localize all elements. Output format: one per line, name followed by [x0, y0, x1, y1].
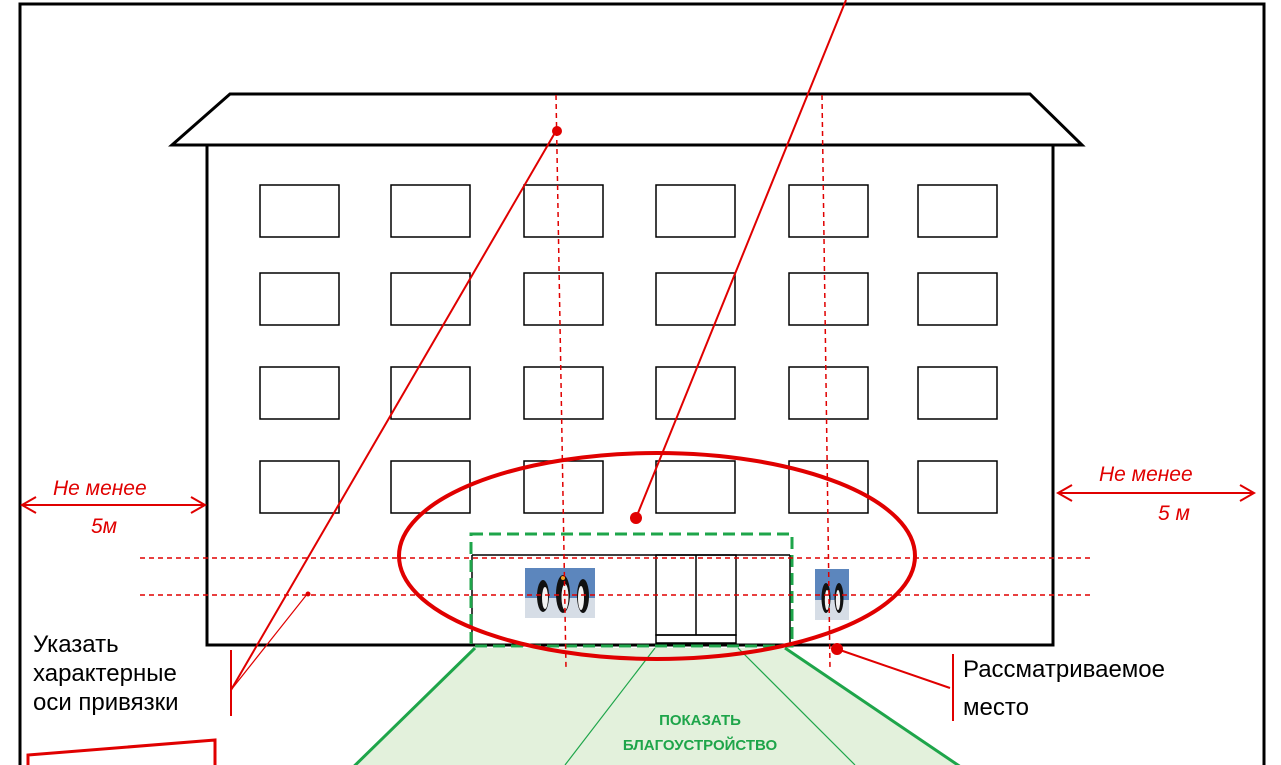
building-roof: [168, 92, 1086, 147]
window: [390, 184, 471, 238]
landscaping-label-line1: ПОКАЗАТЬ: [659, 712, 741, 729]
window: [917, 460, 998, 514]
right-distance-label: Не менее: [1099, 463, 1193, 486]
note-box-red: [26, 738, 217, 765]
window: [788, 366, 869, 420]
right-distance-arrow: [1055, 484, 1257, 502]
axes-note-line2: характерные: [33, 660, 177, 687]
penguins-icon: [525, 568, 595, 618]
window: [523, 366, 604, 420]
pointer-line-axes-2: [230, 592, 309, 691]
entrance-step: [655, 634, 737, 644]
pointer-line-top: [635, 0, 847, 519]
window: [655, 184, 736, 238]
window: [655, 272, 736, 326]
window: [917, 184, 998, 238]
window: [655, 366, 736, 420]
pointer-dot-axes-2: [305, 591, 311, 597]
window: [390, 272, 471, 326]
window: [788, 272, 869, 326]
landscaping-edge-left: [353, 646, 477, 765]
left-distance-arrow: [19, 496, 208, 514]
window: [788, 184, 869, 238]
left-distance-value: 5м: [91, 515, 118, 538]
landscaping-inner-right: [737, 647, 856, 765]
window: [259, 460, 340, 514]
axes-note-line1: Указать: [33, 631, 119, 658]
drawing-frame: [18, 2, 1266, 765]
pointer-line-place: [836, 648, 951, 689]
window: [917, 272, 998, 326]
considered-place-ellipse: [397, 451, 917, 661]
landscaping-edge-right: [784, 646, 961, 765]
pointer-dot-axes: [552, 126, 562, 136]
windows-grid: [259, 184, 998, 514]
landscaping-label-line2: БЛАГОУСТРОЙСТВО: [622, 737, 778, 754]
right-distance-value: 5 м: [1158, 502, 1190, 525]
window: [523, 272, 604, 326]
place-note-line1: Рассматриваемое: [963, 656, 1165, 683]
building-body: [205, 143, 1055, 647]
storefront-highlight: [469, 532, 794, 648]
window: [259, 272, 340, 326]
window: [655, 460, 736, 514]
window: [523, 184, 604, 238]
axes-note-line3: оси привязки: [33, 689, 179, 716]
place-note-line2: место: [963, 694, 1029, 721]
pointer-line-axes-1: [230, 130, 557, 691]
landscaping-zone: [355, 648, 958, 765]
left-distance-label: Не менее: [53, 477, 147, 500]
reference-axes: [140, 94, 1090, 669]
window: [523, 460, 604, 514]
pointer-dot-place: [831, 643, 843, 655]
landscaping-inner-left: [564, 647, 656, 765]
window: [259, 366, 340, 420]
window: [917, 366, 998, 420]
pointer-dot-top: [630, 512, 642, 524]
window: [259, 184, 340, 238]
